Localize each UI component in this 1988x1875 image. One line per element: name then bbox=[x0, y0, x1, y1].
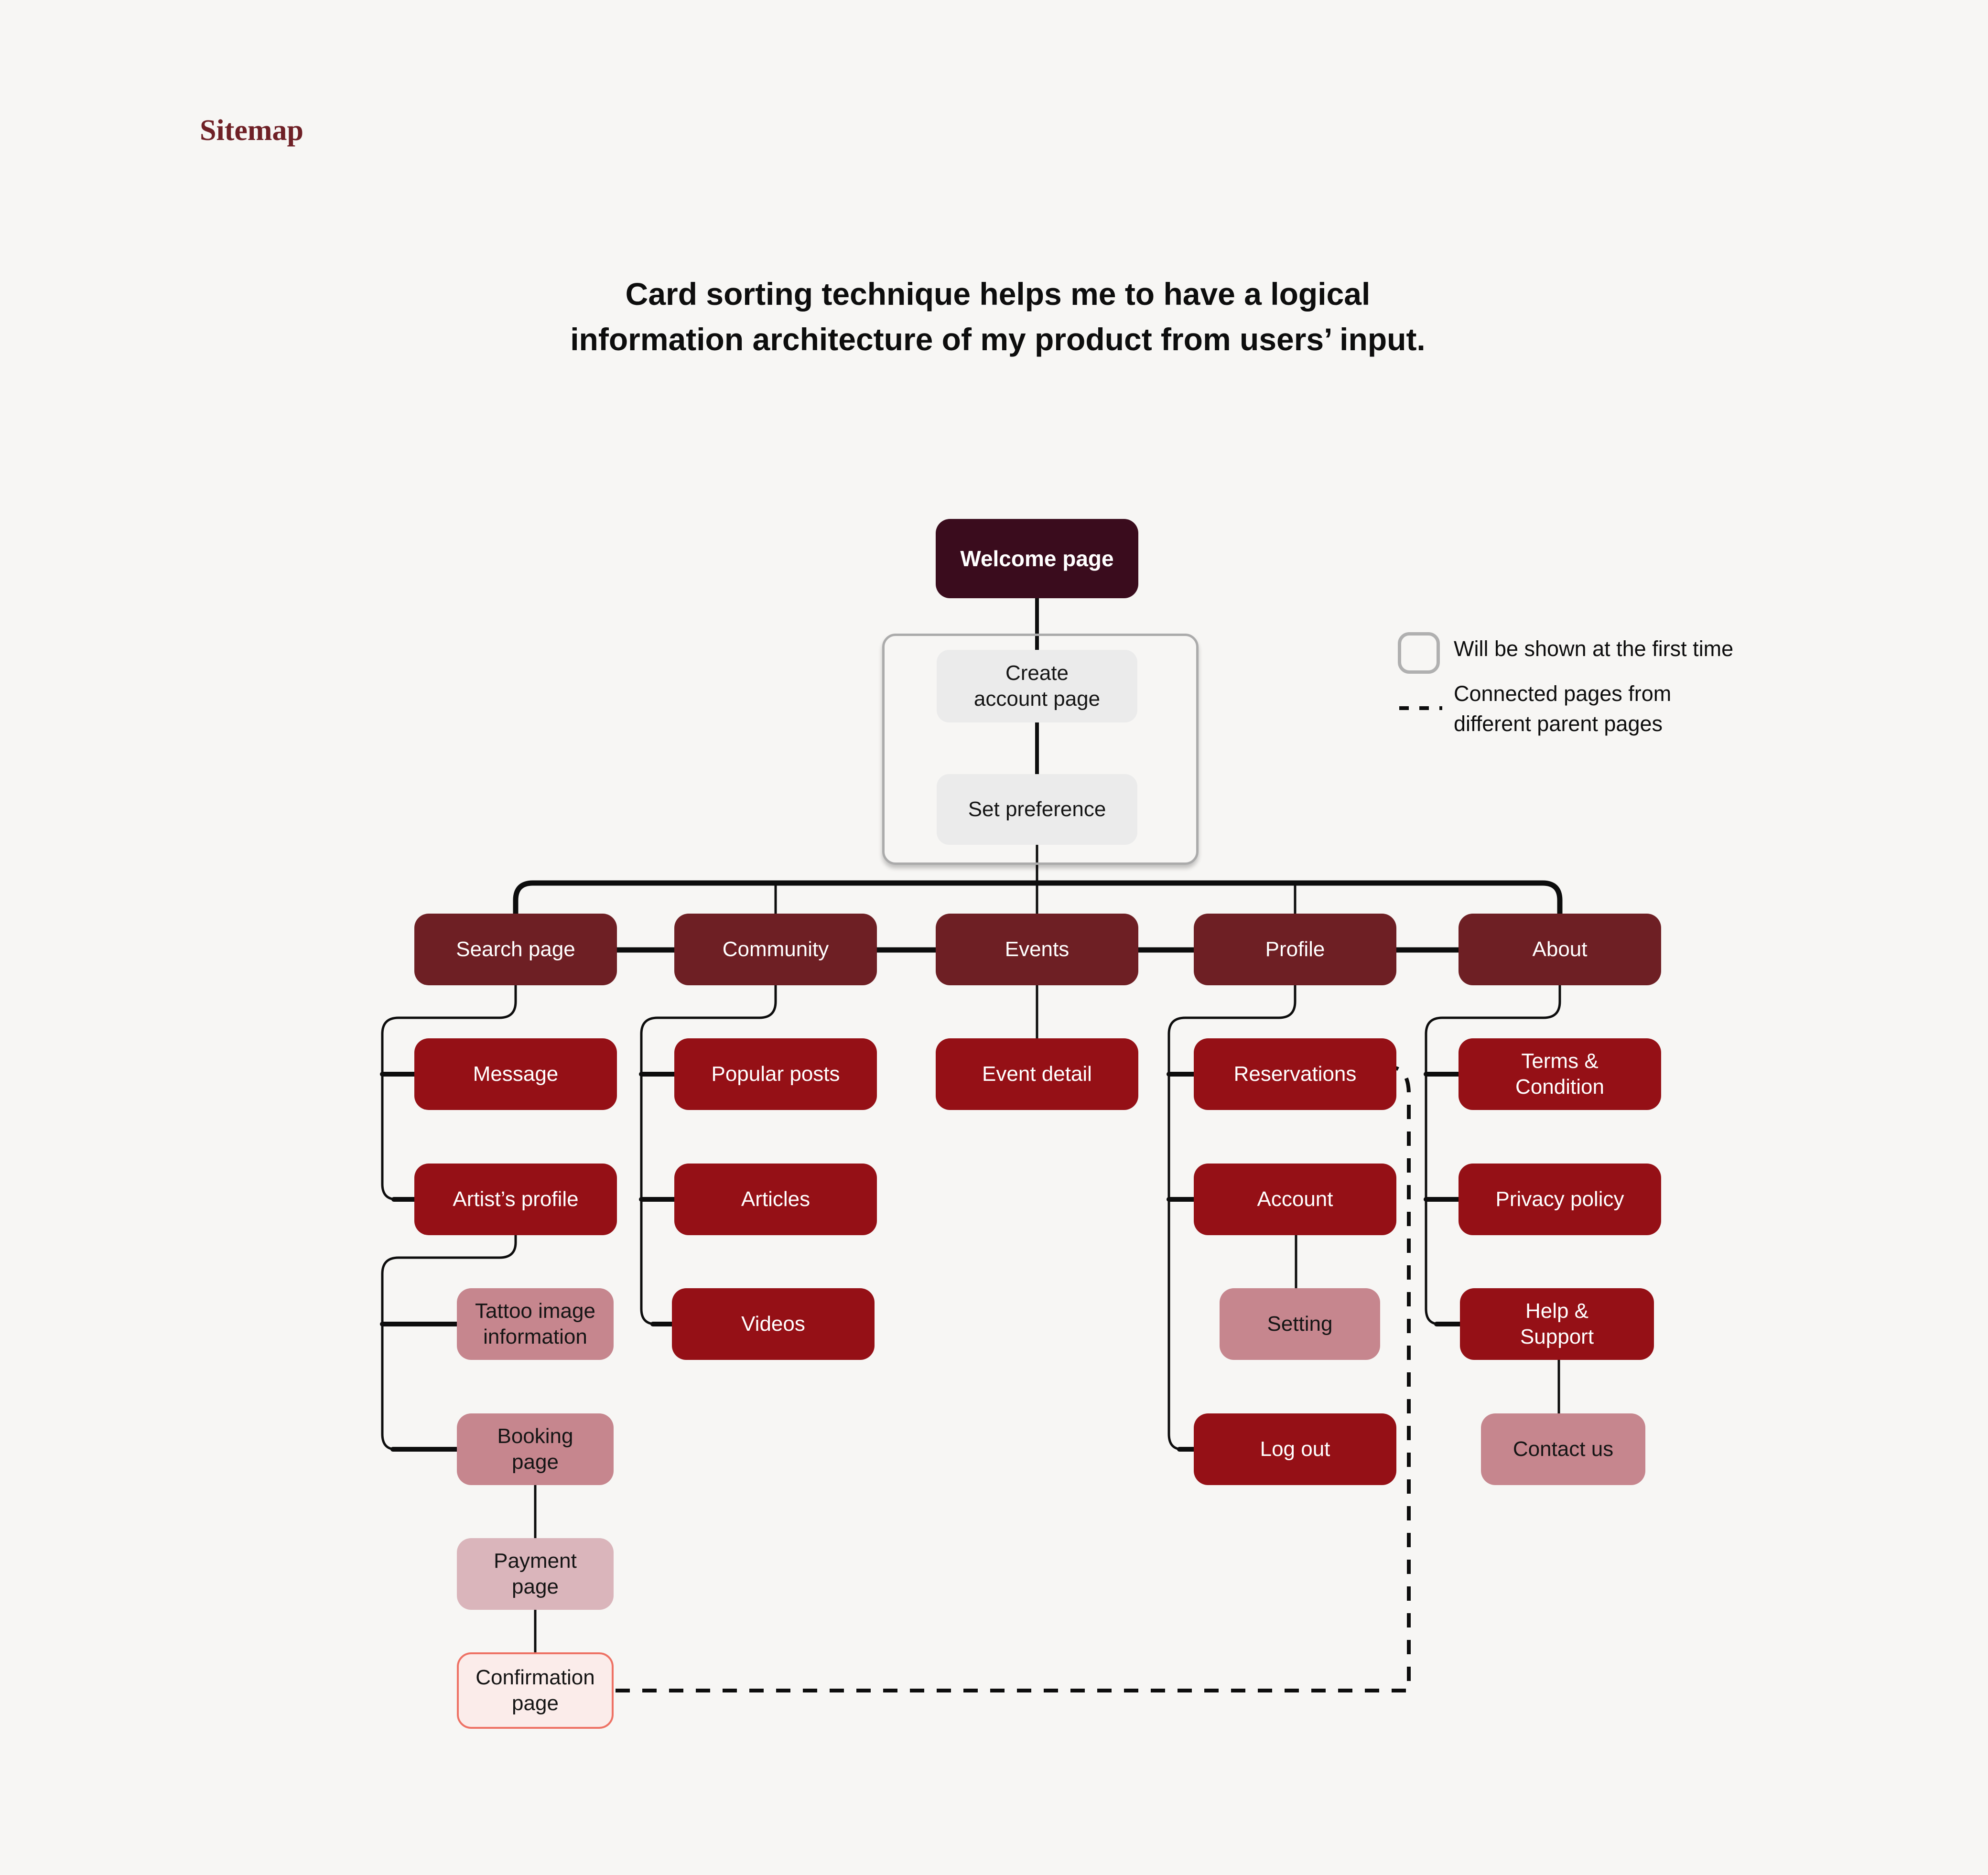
node-label: Contact us bbox=[1513, 1437, 1614, 1461]
node-label: Popular posts bbox=[711, 1062, 840, 1086]
legend-connected-line-1: Connected pages from bbox=[1454, 681, 1672, 706]
node-set-preference: Set preference bbox=[937, 774, 1137, 845]
node-events: Events bbox=[936, 914, 1138, 985]
rail-profile bbox=[1167, 984, 1297, 1451]
legend-connected-line-2: different parent pages bbox=[1454, 711, 1663, 736]
legend-dashed-line-swatch bbox=[1399, 706, 1442, 710]
rail-search bbox=[381, 984, 517, 1201]
node-label: Create account page bbox=[973, 661, 1101, 711]
node-label: Setting bbox=[1267, 1312, 1333, 1336]
node-label: Booking page bbox=[497, 1424, 573, 1474]
node-label: Set preference bbox=[968, 797, 1106, 821]
node-label: Confirmation page bbox=[475, 1666, 595, 1715]
node-welcome-page: Welcome page bbox=[936, 519, 1138, 598]
node-label: Message bbox=[473, 1062, 559, 1086]
node-popular-posts: Popular posts bbox=[674, 1038, 877, 1110]
node-label: Terms & Condition bbox=[1515, 1049, 1604, 1099]
node-account: Account bbox=[1194, 1164, 1396, 1235]
node-label: About bbox=[1532, 938, 1588, 961]
node-label: Search page bbox=[456, 938, 575, 961]
node-label: Log out bbox=[1260, 1437, 1330, 1461]
legend-first-time-label: Will be shown at the first time bbox=[1454, 636, 1734, 661]
node-help-support: Help & Support bbox=[1460, 1288, 1654, 1360]
node-label: Videos bbox=[741, 1312, 805, 1336]
node-label: Account bbox=[1257, 1187, 1333, 1211]
node-label: Artist’s profile bbox=[453, 1187, 579, 1211]
node-payment-page: Payment page bbox=[457, 1538, 614, 1610]
node-terms-condition: Terms & Condition bbox=[1459, 1038, 1661, 1110]
node-label: Tattoo image information bbox=[475, 1299, 595, 1348]
node-label: Event detail bbox=[982, 1062, 1092, 1086]
node-videos: Videos bbox=[672, 1288, 875, 1360]
caption-line-1: Card sorting technique helps me to have … bbox=[625, 276, 1371, 312]
node-confirmation-page: Confirmation page bbox=[457, 1652, 614, 1729]
caption-line-2: information architecture of my product f… bbox=[570, 322, 1426, 357]
node-label: Welcome page bbox=[960, 546, 1114, 571]
node-label: Payment page bbox=[494, 1549, 577, 1598]
node-label: Community bbox=[722, 938, 829, 961]
node-create-account-page: Create account page bbox=[937, 650, 1137, 722]
node-label: Help & Support bbox=[1520, 1299, 1594, 1348]
node-about: About bbox=[1459, 914, 1661, 985]
node-artists-profile: Artist’s profile bbox=[414, 1164, 617, 1235]
node-privacy-policy: Privacy policy bbox=[1459, 1164, 1661, 1235]
node-event-detail: Event detail bbox=[936, 1038, 1138, 1110]
node-booking-page: Booking page bbox=[457, 1413, 614, 1485]
page-title: Sitemap bbox=[200, 114, 303, 147]
node-message: Message bbox=[414, 1038, 617, 1110]
node-label: Privacy policy bbox=[1495, 1187, 1624, 1211]
legend-connected-label: Connected pages from different parent pa… bbox=[1454, 679, 1671, 739]
node-contact-us: Contact us bbox=[1481, 1413, 1645, 1485]
legend-first-time-swatch bbox=[1398, 632, 1440, 674]
node-log-out: Log out bbox=[1194, 1413, 1396, 1485]
node-articles: Articles bbox=[674, 1164, 877, 1235]
node-profile: Profile bbox=[1194, 914, 1396, 985]
edge-confirmation-reservations-dashed bbox=[616, 1066, 1411, 1692]
node-label: Events bbox=[1005, 938, 1070, 961]
node-label: Articles bbox=[741, 1187, 810, 1211]
rail-about bbox=[1425, 984, 1561, 1325]
node-label: Profile bbox=[1265, 938, 1325, 961]
node-community: Community bbox=[674, 914, 877, 985]
diagram-caption: Card sorting technique helps me to have … bbox=[424, 271, 1571, 362]
first-time-group-frame bbox=[882, 634, 1199, 865]
node-setting: Setting bbox=[1220, 1288, 1380, 1360]
node-tattoo-image-information: Tattoo image information bbox=[457, 1288, 614, 1360]
rail-community bbox=[640, 984, 777, 1325]
rail-artists-profile bbox=[381, 1234, 517, 1451]
node-reservations: Reservations bbox=[1194, 1038, 1396, 1110]
node-label: Reservations bbox=[1233, 1062, 1357, 1086]
node-search-page: Search page bbox=[414, 914, 617, 985]
